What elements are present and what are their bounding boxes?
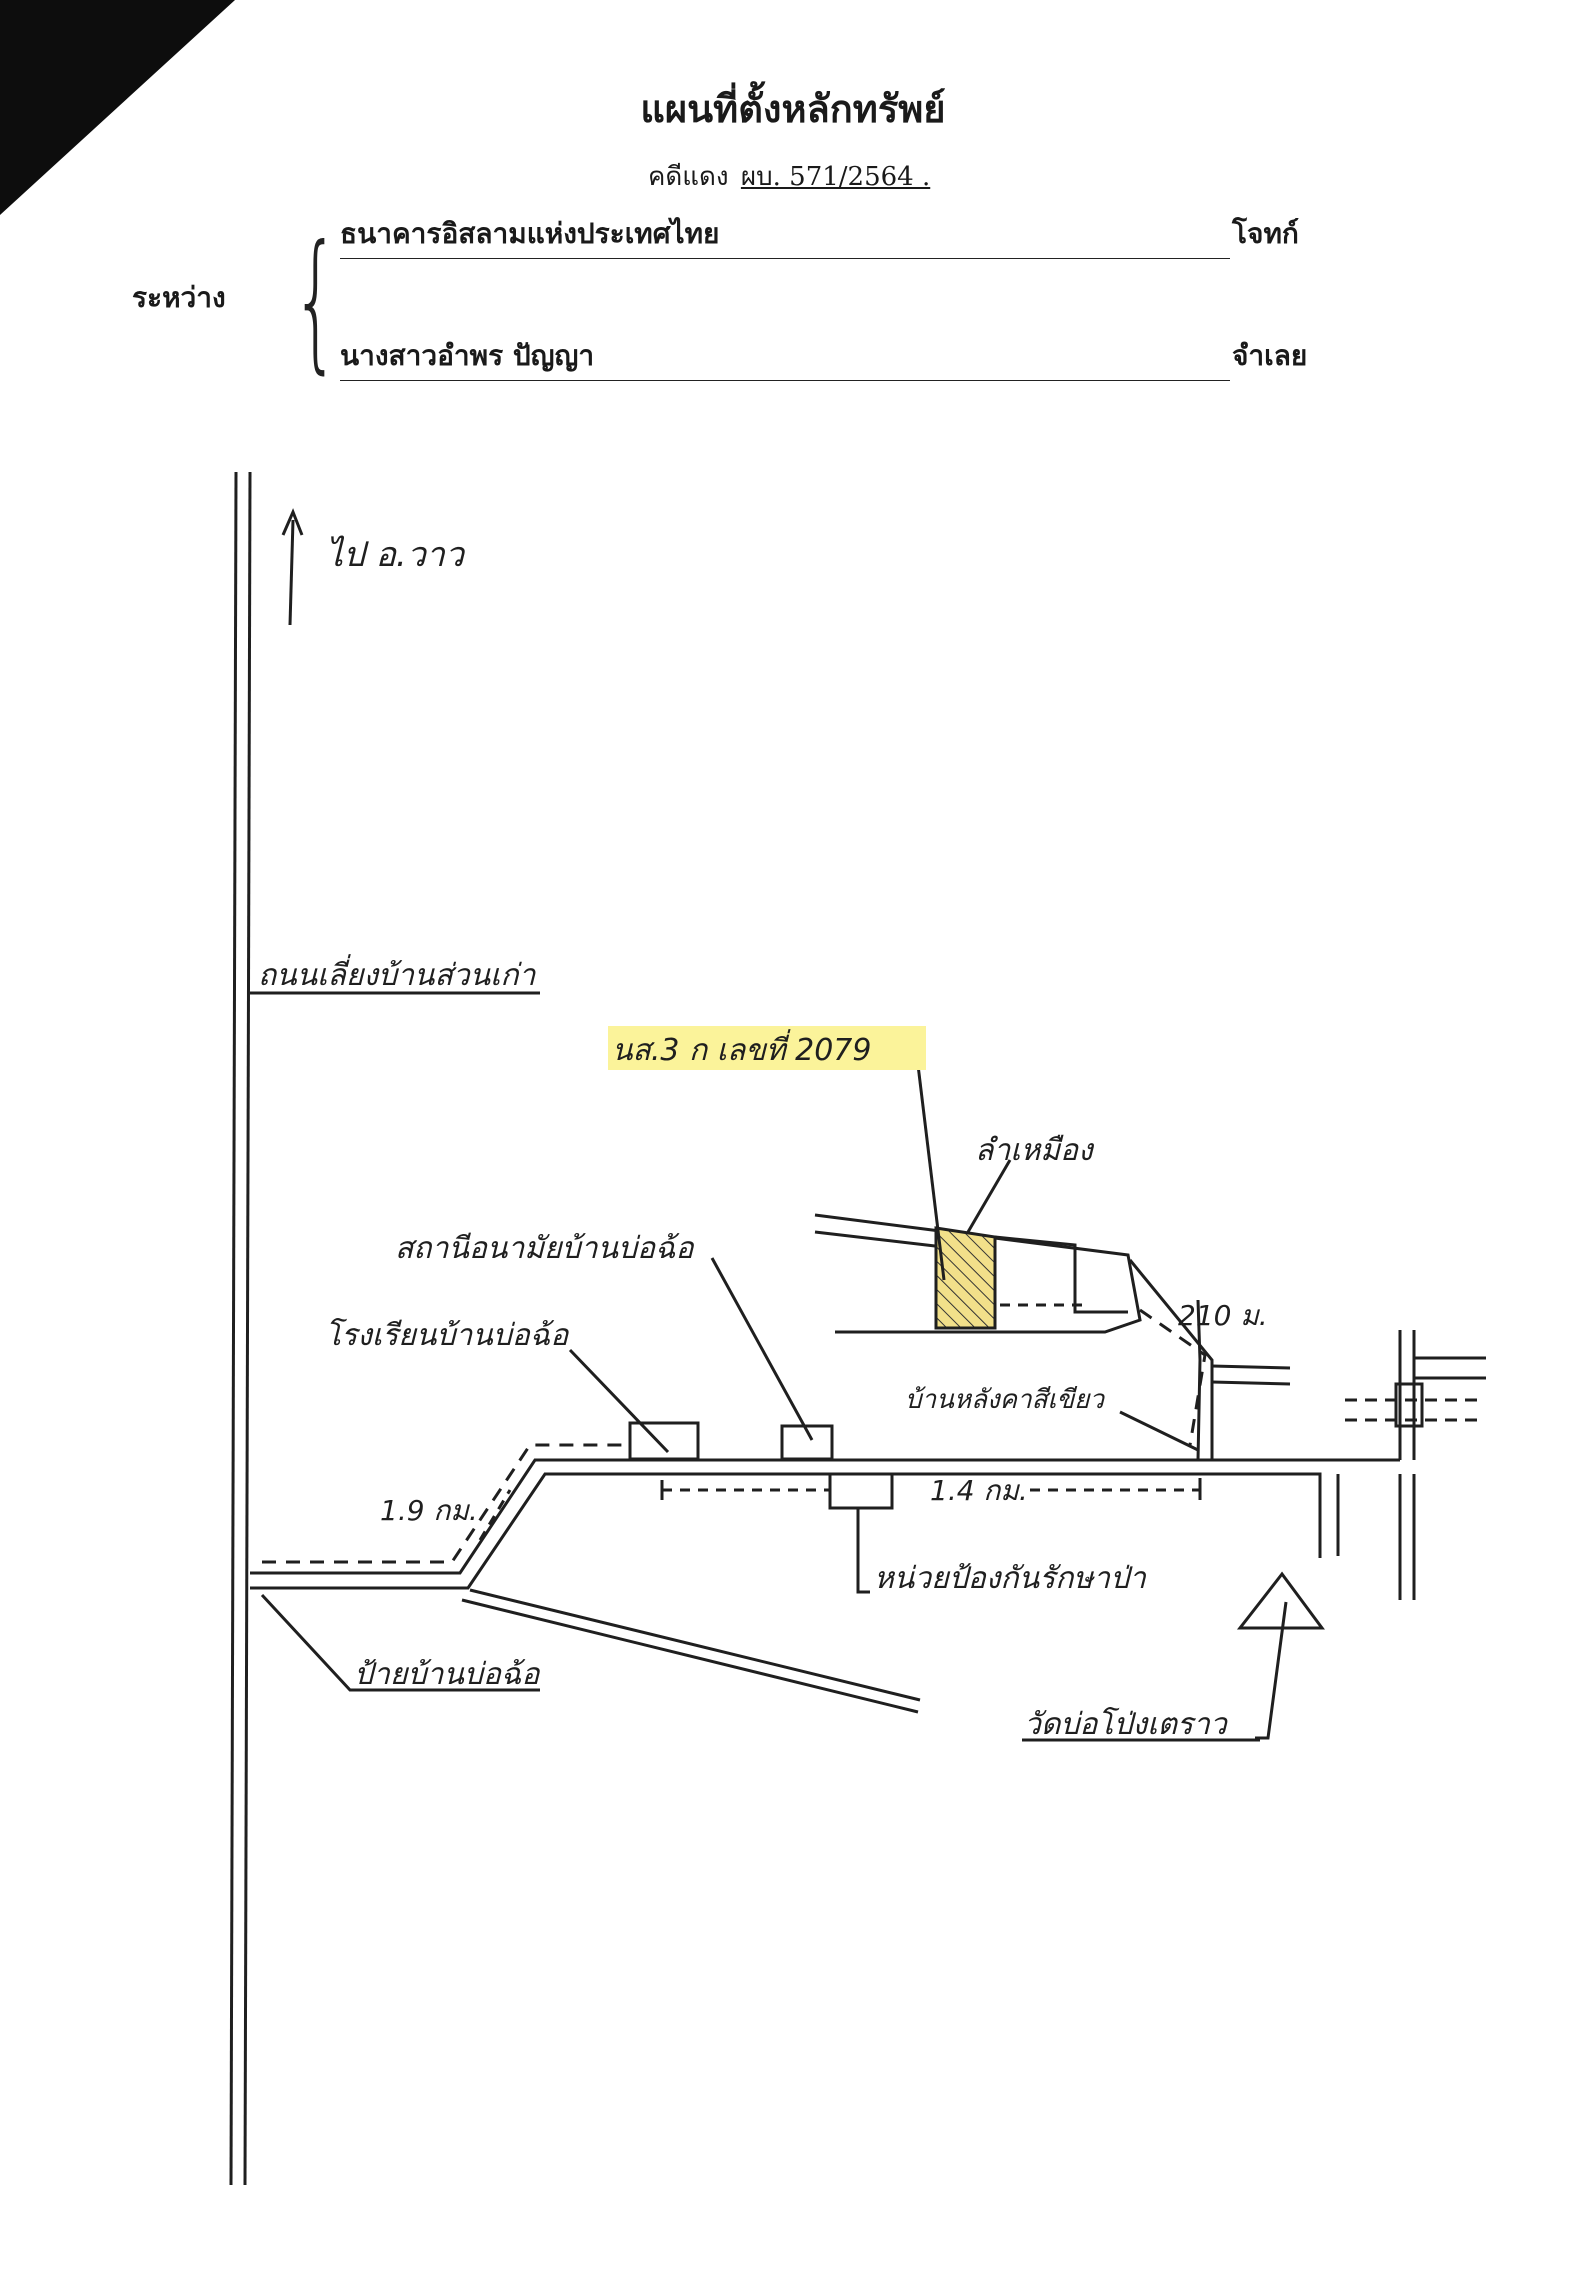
label-school: โรงเรียนบ้านบ่อฉ้อ — [325, 1317, 570, 1353]
label-village-sign: ป้ายบ้านบ่อฉ้อ — [354, 1657, 541, 1692]
case-label: คดีแดง — [648, 162, 729, 192]
access-road-branch-2 — [1211, 1380, 1291, 1386]
plaintiff-name: ธนาคารอิสลามแห่งประเทศไทย — [340, 212, 1230, 259]
neighbor-plot — [994, 1235, 1128, 1314]
land-plot — [934, 1226, 997, 1330]
north-arrow-head — [281, 508, 304, 536]
label-deed: นส.3 ก เลขที่ 2079 — [612, 1029, 871, 1068]
label-temple: วัดบ่อโป่งเตราว — [1024, 1706, 1229, 1742]
leader-deed — [916, 1064, 946, 1281]
label-dist-2: 1.4 กม. — [930, 1474, 1028, 1507]
brace-icon: { — [292, 214, 340, 388]
leader-temple — [1255, 1601, 1288, 1740]
main-road-left-edge — [229, 471, 238, 2186]
leader-health — [710, 1257, 814, 1441]
case-number: ผบ. 571/2564 . — [740, 162, 931, 192]
lower-road-edge — [461, 1598, 919, 1714]
label-dist-1: 1.9 กม. — [380, 1494, 478, 1527]
school-building — [628, 1421, 700, 1461]
north-arrow-line — [288, 519, 295, 626]
access-road-branch — [1211, 1364, 1291, 1370]
access-road-left — [1196, 1299, 1202, 1461]
scan-corner-shadow — [0, 0, 235, 215]
dist-dash-1 — [478, 1489, 512, 1541]
defendant-role: จำเลย — [1232, 339, 1308, 372]
stream-edge — [814, 1230, 936, 1248]
label-health-center: สถานีอนามัยบ้านบ่อฉ้อ — [395, 1231, 695, 1266]
leader-forest — [856, 1508, 870, 1594]
leader-stream — [966, 1159, 1012, 1233]
document-title: แผนที่ตั้งหลักทรัพย์ — [640, 86, 946, 131]
label-stream: ลำเหมือง — [975, 1133, 1095, 1168]
branch-road-bottom — [250, 1472, 1322, 1590]
label-forest-unit: หน่วยป้องกันรักษาป่า — [874, 1561, 1147, 1596]
label-distance-right: 210 ม. — [1178, 1299, 1268, 1332]
route-dash-plot — [1139, 1308, 1207, 1446]
access-road-right — [1128, 1259, 1214, 1460]
health-center-building — [780, 1424, 834, 1461]
bridge-box — [1394, 1382, 1424, 1428]
between-label: ระหว่าง — [132, 281, 226, 314]
temple-icon — [1236, 1571, 1325, 1630]
leader-school — [568, 1348, 670, 1454]
case-number-line: คดีแดง ผบ. 571/2564 . — [648, 156, 930, 197]
deed-highlight — [608, 1026, 926, 1070]
main-road-right-edge — [243, 471, 252, 2186]
plaintiff-role: โจทก์ — [1232, 217, 1299, 250]
lower-road — [469, 1588, 921, 1702]
label-to-town: ไป อ.วาว — [326, 535, 466, 575]
leader-green-house — [1119, 1410, 1199, 1452]
label-green-house: บ้านหลังคาสีเขียว — [905, 1385, 1105, 1415]
label-old-road: ถนนเลี่ยงบ้านส่วนเก่า — [258, 954, 537, 993]
branch-road-top — [250, 1458, 1400, 1575]
forest-unit-building — [828, 1472, 894, 1510]
defendant-name: นางสาวอำพร ปัญญา — [340, 334, 1230, 381]
